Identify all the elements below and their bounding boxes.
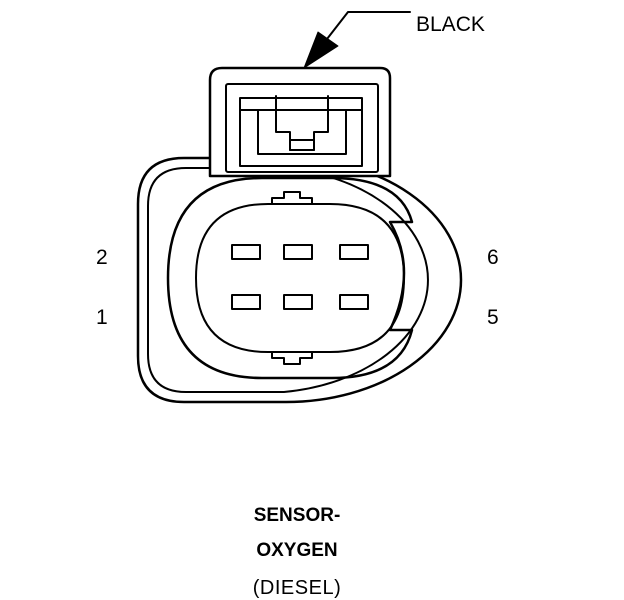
connector-color-label: BLACK	[416, 13, 485, 36]
color-leader-arrow	[303, 11, 411, 69]
connector-outer-shell	[136, 156, 463, 404]
pin-label-2: 2	[96, 246, 108, 269]
cavity-6	[339, 244, 369, 260]
terminal-cavities	[231, 244, 369, 310]
connector-inner-rim	[147, 167, 429, 393]
cavity-1	[231, 294, 261, 310]
terminal-face-inner	[195, 203, 405, 353]
locking-latch	[208, 66, 392, 178]
pin-label-5: 5	[487, 306, 499, 329]
caption-line-3: (DIESEL)	[252, 577, 342, 599]
key-tab-top	[271, 191, 313, 205]
caption-line-1: SENSOR-	[253, 505, 341, 526]
caption-line-2: OXYGEN	[256, 540, 338, 561]
cavity-5	[339, 294, 369, 310]
pin-label-6: 6	[487, 246, 499, 269]
cavity-4	[283, 244, 313, 260]
cavity-3	[283, 294, 313, 310]
terminal-face-outline	[166, 176, 414, 380]
key-tab-bottom	[271, 351, 313, 365]
pin-label-1: 1	[96, 306, 108, 329]
cavity-2	[231, 244, 261, 260]
